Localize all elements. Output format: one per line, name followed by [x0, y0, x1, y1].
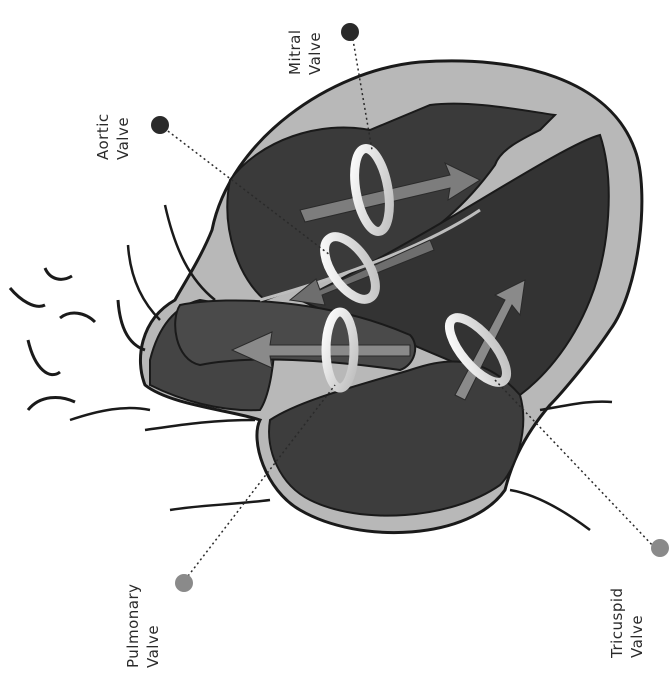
label-tricuspid-valve: Tricuspid Valve: [608, 587, 646, 659]
vessel-outline-aorta: [128, 245, 160, 320]
label-aortic-line2: Valve: [114, 117, 132, 160]
branch-1: [28, 340, 60, 375]
label-mitral-line2: Valve: [306, 32, 324, 75]
label-pulmonary-line1: Pulmonary: [124, 584, 142, 669]
marker-mitral: [341, 23, 359, 41]
vessel-outline-right-2: [510, 490, 590, 530]
label-mitral-valve: Mitral Valve: [286, 29, 324, 75]
branch-6: [118, 300, 145, 350]
branch-7: [70, 408, 150, 420]
label-tricuspid-line2: Valve: [628, 615, 646, 658]
marker-tricuspid: [651, 539, 669, 557]
label-tricuspid-line1: Tricuspid: [608, 587, 626, 659]
branch-5: [45, 268, 72, 279]
branch-2: [28, 397, 75, 410]
vessel-outline-bottom-2: [145, 420, 255, 430]
label-aortic-valve: Aortic Valve: [94, 113, 132, 160]
label-pulmonary-valve: Pulmonary Valve: [124, 584, 162, 669]
label-mitral-line1: Mitral: [286, 29, 304, 75]
marker-aortic: [151, 116, 169, 134]
vessel-outline-bottom: [170, 500, 270, 510]
branch-4: [60, 313, 95, 322]
label-aortic-line1: Aortic: [94, 113, 112, 160]
marker-pulmonary: [175, 574, 193, 592]
branch-3: [10, 288, 45, 306]
label-pulmonary-line2: Valve: [144, 625, 162, 668]
